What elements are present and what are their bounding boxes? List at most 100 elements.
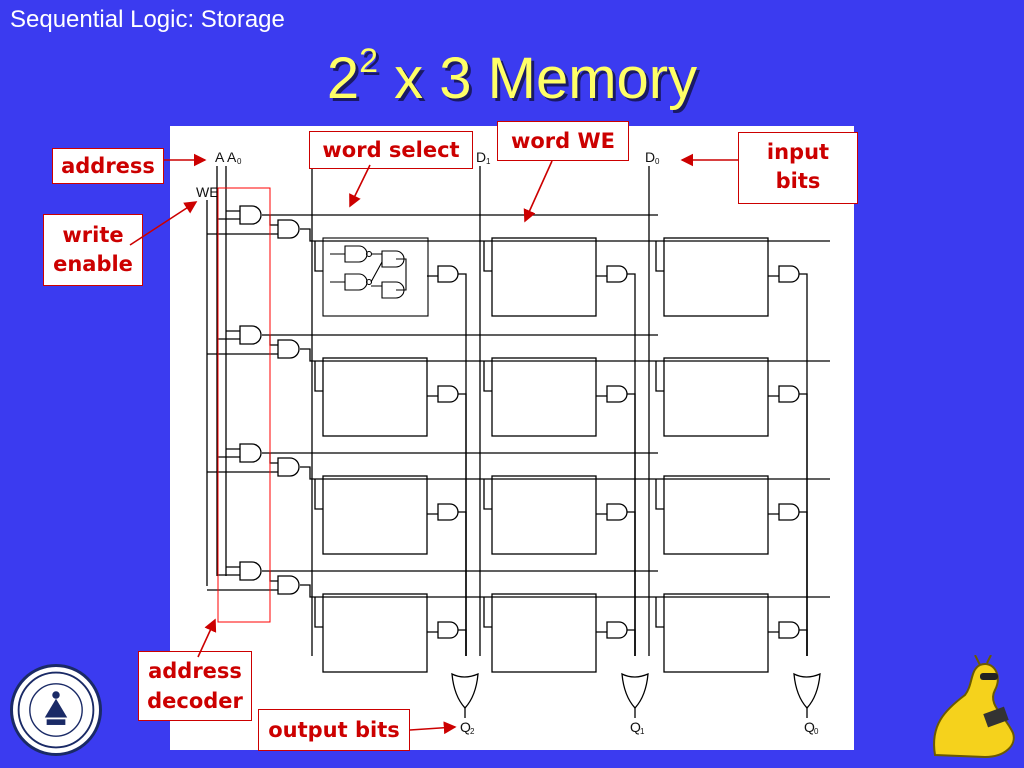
memory-cell (491, 357, 597, 437)
memory-cell (322, 357, 428, 437)
q0-subscript: 0 (814, 727, 819, 736)
cell-input-wire (483, 479, 492, 510)
cell-output-wire (768, 273, 808, 656)
memory-cell (491, 237, 597, 317)
memory-circuit-diagram: A A 0 WE D 2 D 1 D 0 Q 2 Q 1 Q 0 (170, 126, 854, 750)
cell-output-wire (596, 511, 636, 656)
cell-input-wire (314, 241, 323, 272)
address-decoder-callout: address decoder (138, 651, 252, 721)
latch-detail (322, 237, 429, 317)
memory-cell (322, 475, 428, 555)
cell-input-wire (483, 361, 492, 392)
word-we-wire (300, 348, 830, 362)
memory-cell (663, 357, 769, 437)
cell-output-and-gate (778, 621, 800, 639)
memory-row (207, 325, 830, 656)
cell-input-wire (314, 361, 323, 392)
cell-input-wire (655, 241, 664, 272)
data-input-lines (311, 166, 650, 656)
cell-output-wire (768, 393, 808, 656)
cell-output-wire (427, 629, 467, 656)
q1-label: Q (630, 719, 641, 735)
memory-cell (663, 237, 769, 317)
cell-output-wire (427, 511, 467, 656)
d0-label: D (645, 149, 655, 165)
q2-label: Q (460, 719, 471, 735)
memory-cell (663, 593, 769, 673)
cell-output-wire (596, 393, 636, 656)
d1-label: D (476, 149, 486, 165)
cell-output-wire (427, 393, 467, 656)
university-seal-icon (10, 664, 102, 756)
memory-row (207, 443, 830, 656)
memory-cell (491, 475, 597, 555)
decoder-and-gate (239, 205, 262, 225)
cell-output-wire (768, 629, 808, 656)
input-bits-line-1: input (766, 140, 830, 164)
cell-output-wire (596, 273, 636, 656)
decoder-input-wire (217, 210, 240, 220)
address-decoder-line-1: address (148, 659, 242, 683)
memory-cell (491, 593, 597, 673)
we-label: WE (196, 184, 219, 200)
address-bus-lines (206, 166, 227, 586)
cell-output-and-gate (778, 385, 800, 403)
cell-input-wire (483, 241, 492, 272)
cell-output-and-gate (437, 621, 459, 639)
output-or-gates (451, 672, 821, 718)
word-we-and-gate (277, 219, 300, 239)
title-rest: x 3 Memory (378, 46, 698, 111)
cell-output-wire (427, 273, 467, 656)
decoder-and-gate (239, 443, 262, 463)
cell-input-wire (655, 597, 664, 628)
memory-rows (207, 205, 830, 673)
input-bits-line-2: bits (775, 169, 821, 193)
cell-output-and-gate (606, 385, 628, 403)
address-callout: address (52, 148, 164, 184)
slide-header: Sequential Logic: Storage (10, 6, 285, 33)
memory-row (207, 205, 830, 656)
title-base: 2 (326, 46, 360, 111)
a0-label: A (227, 149, 237, 165)
address-decoder-line-2: decoder (147, 689, 243, 713)
memory-row (207, 561, 830, 673)
title-exponent: 2 (359, 42, 379, 80)
a0-subscript: 0 (237, 157, 242, 166)
decoder-input-wire (217, 330, 240, 340)
word-we-and-gate (277, 339, 300, 359)
d0-subscript: 0 (655, 157, 660, 166)
word-we-and-gate (277, 575, 300, 595)
cell-input-wire (655, 361, 664, 392)
output-bits-callout: output bits (258, 709, 410, 751)
q0-label: Q (804, 719, 815, 735)
q1-subscript: 1 (640, 727, 645, 736)
write-enable-line-1: write (62, 223, 124, 247)
cell-output-and-gate (606, 621, 628, 639)
a1-label: A (215, 149, 225, 165)
cell-input-wire (314, 597, 323, 628)
word-select-wire (207, 570, 658, 591)
cell-output-and-gate (437, 385, 459, 403)
cell-output-and-gate (778, 503, 800, 521)
q2-subscript: 2 (470, 727, 475, 736)
cell-output-wire (768, 511, 808, 656)
cell-input-wire (655, 479, 664, 510)
d1-subscript: 1 (486, 157, 491, 166)
memory-cell (663, 475, 769, 555)
decoder-input-wire (217, 448, 240, 458)
word-we-and-gate (277, 457, 300, 477)
decoder-outline (217, 187, 271, 623)
slug-mascot-icon (933, 655, 1015, 759)
output-or-gate (451, 672, 479, 709)
cell-input-wire (314, 479, 323, 510)
cell-output-and-gate (437, 503, 459, 521)
output-or-gate (793, 672, 821, 709)
word-we-wire (300, 228, 830, 242)
word-select-wire (207, 334, 658, 355)
cell-output-and-gate (606, 265, 628, 283)
word-we-callout: word WE (497, 121, 629, 161)
cell-output-and-gate (606, 503, 628, 521)
slide-title: 22 x 3 Memory (0, 42, 1024, 112)
word-we-wire (300, 466, 830, 480)
